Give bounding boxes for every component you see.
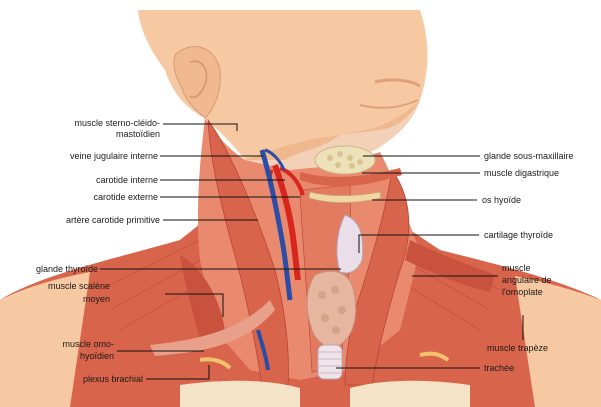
- label-angulaire-line2: angulaire de: [502, 275, 552, 286]
- trachea: [318, 345, 342, 379]
- label-veine-jugulaire-interne: veine jugulaire interne: [18, 151, 158, 162]
- label-muscle-trapeze: muscle trapèze: [487, 343, 548, 354]
- label-os-hyoide: os hyoïde: [482, 195, 521, 206]
- submandibular-gland: [315, 146, 375, 174]
- label-muscle-digastrique: muscle digastrique: [484, 168, 559, 179]
- label-cartilage-thyroide: cartilage thyroïde: [484, 230, 553, 241]
- thyroid-gland: [307, 271, 356, 347]
- label-artere-carotide-primitive: artère carotide primitive: [18, 215, 160, 226]
- label-scalene-line2: moyen: [10, 294, 110, 305]
- label-omo-line2: hyoïdien: [10, 351, 114, 362]
- label-carotide-externe: carotide externe: [18, 192, 158, 203]
- label-scalene-line1: muscle scalène: [10, 281, 110, 292]
- label-carotide-interne: carotide interne: [18, 175, 158, 186]
- label-trachee: trachée: [484, 363, 514, 374]
- label-sternocleido-line2: mastoïdien: [18, 129, 160, 140]
- label-omo-line1: muscle omo-: [10, 339, 114, 350]
- label-glande-sous-maxillaire: glande sous-maxillaire: [484, 151, 574, 162]
- label-sternocleido-line1: muscle sterno-cléido-: [18, 118, 160, 129]
- label-angulaire-line1: muscle: [502, 263, 531, 274]
- label-angulaire-line3: l'omoplate: [502, 287, 543, 298]
- label-plexus-brachial: plexus brachial: [10, 374, 143, 385]
- ear: [174, 47, 220, 118]
- label-glande-thyroide: glande thyroïde: [10, 264, 98, 275]
